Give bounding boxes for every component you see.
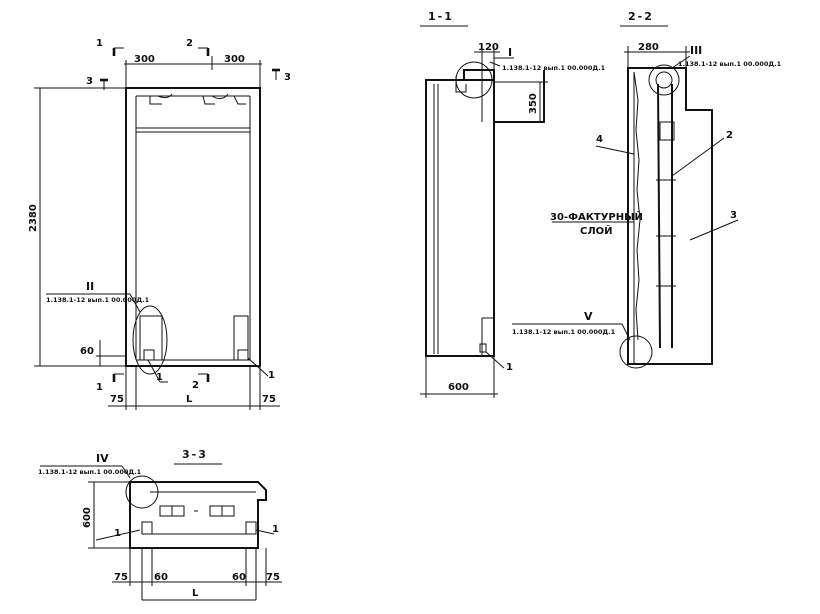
layer-note-line1: 30-ФАКТУРНЫЙ [550, 210, 643, 223]
dim-60-plan-right: 60 [232, 572, 246, 583]
pos-1-section: 1 [506, 362, 513, 373]
node-II-numeral: II [86, 280, 94, 293]
node-III-ref: 1.138.1-12 вып.1 00.000Д.1 [678, 60, 782, 68]
dim-300-right: 300 [224, 54, 245, 65]
dim-75-right: 75 [262, 394, 276, 405]
section-2-2: 2-2 280 III 1.138.1-12 вып.1 00.000Д.1 4… [512, 10, 782, 369]
dim-75-plan-right: 75 [266, 572, 280, 583]
dim-2380: 2380 [28, 204, 39, 232]
node-I-ref: 1.138.1-12 вып.1 00.000Д.1 [502, 64, 606, 72]
dim-L: L [186, 394, 193, 405]
front-view: 1 1 2 2 3 3 300 300 2380 60 [28, 38, 291, 410]
dim-280: 280 [638, 42, 659, 53]
layer-note-line2: СЛОЙ [580, 224, 613, 237]
node-IV-numeral: IV [96, 452, 109, 465]
section-3-3-title: 3-3 [182, 448, 208, 461]
node-I-numeral: I [508, 46, 512, 59]
pos-1-plan-right: 1 [272, 524, 279, 535]
pos-4: 4 [596, 134, 603, 145]
cut-mark-1-top: 1 [96, 38, 103, 49]
dim-600-plan: 600 [82, 507, 93, 528]
cut-mark-3-right: 3 [284, 72, 291, 83]
node-IV-ref: 1.138.1-12 вып.1 00.000Д.1 [38, 468, 142, 476]
node-V-ref: 1.138.1-12 вып.1 00.000Д.1 [512, 328, 616, 336]
dim-L-plan: L [192, 588, 199, 599]
section-1-1-title: 1-1 [428, 10, 454, 23]
node-V-numeral: V [584, 310, 593, 323]
pos-1-plan-left: 1 [114, 528, 121, 539]
dim-60-front: 60 [80, 346, 94, 357]
section-1-1: 1-1 120 350 600 I 1.138.1-12 вып.1 [420, 10, 606, 398]
dim-350: 350 [528, 93, 539, 114]
node-II-ref: 1.138.1-12 вып.1 00.000Д.1 [46, 296, 150, 304]
section-2-2-title: 2-2 [628, 10, 654, 23]
dim-300-left: 300 [134, 54, 155, 65]
pos-2: 2 [726, 130, 733, 141]
pos-3: 3 [730, 210, 737, 221]
dim-75-left: 75 [110, 394, 124, 405]
cut-mark-1-bottom: 1 [96, 382, 103, 393]
dim-75-plan-left: 75 [114, 572, 128, 583]
dim-120: 120 [478, 42, 499, 53]
node-III-numeral: III [690, 44, 702, 57]
cut-mark-2-top: 2 [186, 38, 193, 49]
section-3-3: 3-3 IV 1.138.1-12 вып.1 00.000Д.1 600 1 … [38, 448, 282, 601]
dim-600-section: 600 [448, 382, 469, 393]
pos-1-front-left: 1 [156, 372, 163, 383]
cut-mark-3-left: 3 [86, 76, 93, 87]
pos-1-front-right: 1 [268, 370, 275, 381]
cut-mark-2-bottom: 2 [192, 380, 199, 391]
dim-60-plan-left: 60 [154, 572, 168, 583]
